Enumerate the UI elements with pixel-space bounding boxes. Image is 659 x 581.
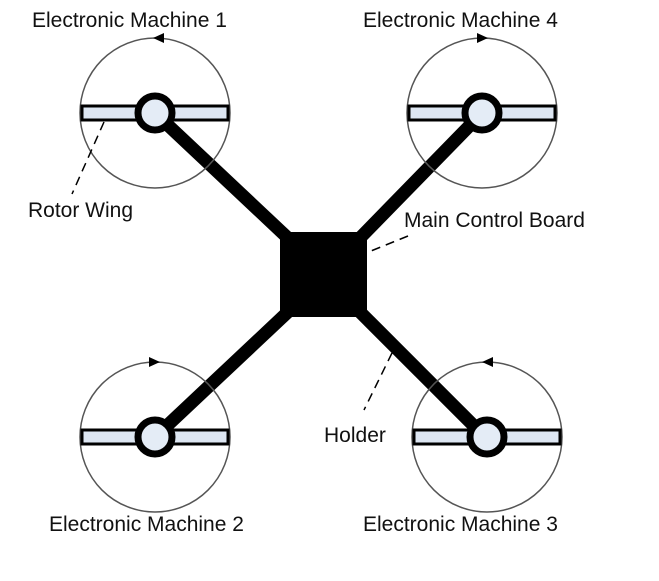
label-machine-2: Electronic Machine 2 (49, 513, 244, 536)
arm-machine-3 (353, 305, 490, 442)
leader-rotor-wing (71, 121, 105, 195)
label-machine-4: Electronic Machine 4 (363, 9, 558, 32)
leader-holder (363, 352, 393, 411)
rotation-arrow-icon (153, 33, 164, 43)
rotor-machine-4 (406, 33, 558, 189)
leader-main-control-board (365, 235, 409, 254)
rotor-machine-1 (79, 33, 231, 189)
arm-machine-2 (150, 305, 295, 442)
rotation-arrow-icon (482, 357, 493, 367)
leader-lines (71, 121, 409, 411)
rotor-machine-3 (411, 357, 563, 513)
label-rotor-wing: Rotor Wing (28, 199, 133, 222)
label-holder: Holder (324, 424, 386, 447)
label-machine-1: Electronic Machine 1 (32, 9, 227, 32)
rotation-arrow-icon (477, 33, 488, 43)
arms (150, 108, 490, 442)
rotor-hub (466, 416, 508, 458)
label-machine-3: Electronic Machine 3 (363, 513, 558, 536)
rotor-hub (134, 92, 176, 134)
main-control-board (280, 232, 367, 317)
rotor-hub (461, 92, 503, 134)
label-main-control-board: Main Control Board (404, 209, 585, 232)
rotation-arrow-icon (149, 357, 160, 367)
rotor-machine-2 (79, 357, 231, 513)
arm-machine-4 (353, 108, 487, 245)
rotor-hub (134, 416, 176, 458)
arm-machine-1 (150, 108, 295, 245)
